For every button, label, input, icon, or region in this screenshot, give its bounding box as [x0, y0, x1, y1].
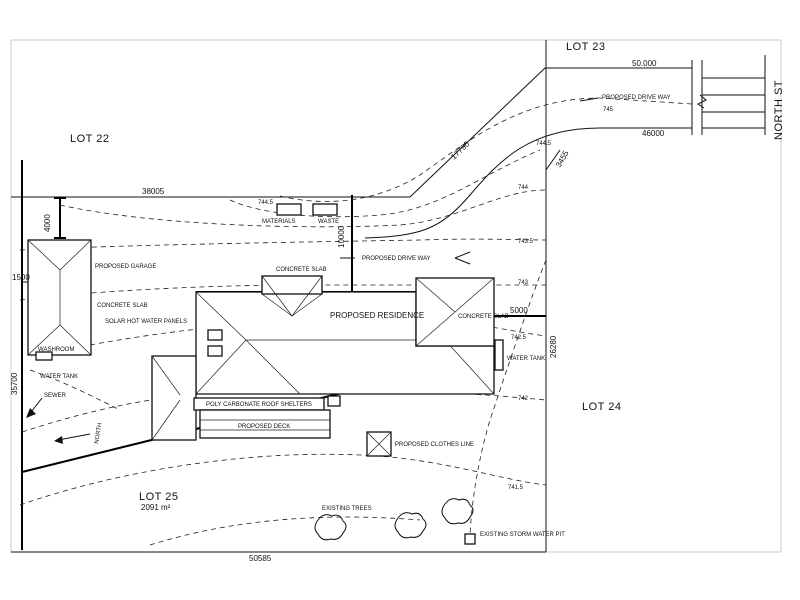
contour-744-5-b: 744.5 — [258, 200, 274, 206]
waste-label: WASTE — [318, 219, 339, 225]
dim-1500: 1500 — [12, 273, 30, 282]
tree-1 — [314, 514, 347, 541]
contour-744: 744 — [518, 185, 529, 191]
materials-waste-bins — [276, 203, 338, 216]
contour-743-5: 743.5 — [518, 239, 534, 245]
washroom-label: WASHROOM — [38, 347, 74, 353]
existing-trees-label: EXISTING TREES — [322, 506, 372, 512]
property-boundaries — [11, 40, 766, 553]
contour-742: 742 — [518, 396, 529, 402]
lot-25-area: 2091 m² — [141, 503, 171, 512]
proposed-garage — [27, 239, 92, 361]
tree-3 — [441, 498, 474, 525]
sewer-label: SEWER — [44, 393, 67, 399]
storm-water-pit-label: EXISTING STORM WATER PIT — [480, 532, 565, 538]
street-name: NORTH ST — [773, 80, 785, 140]
dim-26280: 26280 — [549, 335, 558, 358]
dimension-markers — [22, 197, 546, 317]
dim-10000: 10000 — [337, 225, 346, 248]
top-slab-label: CONCRETE SLAB — [276, 267, 327, 273]
contour-745: 745 — [603, 107, 614, 113]
dim-5000: 5000 — [510, 306, 528, 315]
existing-trees-group — [314, 498, 476, 545]
contour-743: 743 — [518, 280, 529, 286]
tree-2 — [394, 512, 427, 539]
garage-label: PROPOSED GARAGE — [95, 264, 156, 270]
lot-23-label: LOT 23 — [566, 41, 606, 53]
dim-3455: 3455 — [554, 149, 571, 169]
storm-water-pit — [464, 533, 476, 545]
clothes-line-label: PROPOSED CLOTHES LINE — [395, 442, 474, 448]
water-tank-right-label: WATER TANK — [507, 356, 545, 362]
arrows — [26, 94, 707, 444]
proposed-clothes-line — [366, 431, 392, 457]
right-slab-label: CONCRETE SLAB — [458, 314, 509, 320]
drive-way-top-label: PROPOSED DRIVE WAY — [602, 95, 671, 101]
dim-50585: 50585 — [249, 554, 272, 563]
polycarbonate-roof-label: POLY CARBONATE ROOF SHELTERS — [206, 402, 312, 408]
proposed-deck-label: PROPOSED DECK — [238, 424, 290, 430]
lot-25-label: LOT 25 — [139, 491, 179, 503]
dim-17790: 17790 — [449, 139, 472, 161]
dim-38005: 38005 — [142, 187, 165, 196]
lot-22-label: LOT 22 — [70, 133, 110, 145]
proposed-residence — [151, 275, 504, 441]
residence-label: PROPOSED RESIDENCE — [330, 311, 424, 320]
garage-slab-label: CONCRETE SLAB — [97, 303, 148, 309]
contour-742-5: 742.5 — [511, 335, 527, 341]
solar-panels-label: SOLAR HOT WATER PANELS — [105, 319, 187, 325]
dim-46000: 46000 — [642, 129, 665, 138]
water-tank-left-label: WATER TANK — [40, 374, 78, 380]
lot-24-label: LOT 24 — [582, 401, 622, 413]
contour-744-5-a: 744.5 — [536, 141, 552, 147]
materials-label: MATERIALS — [262, 219, 296, 225]
dim-4000: 4000 — [43, 214, 52, 232]
north-label: NORTH — [94, 422, 104, 444]
drive-way-mid-label: PROPOSED DRIVE WAY — [362, 256, 431, 262]
dim-50000: 50.000 — [632, 59, 657, 68]
dim-35700: 35700 — [10, 372, 19, 395]
contour-741-5: 741.5 — [508, 485, 524, 491]
